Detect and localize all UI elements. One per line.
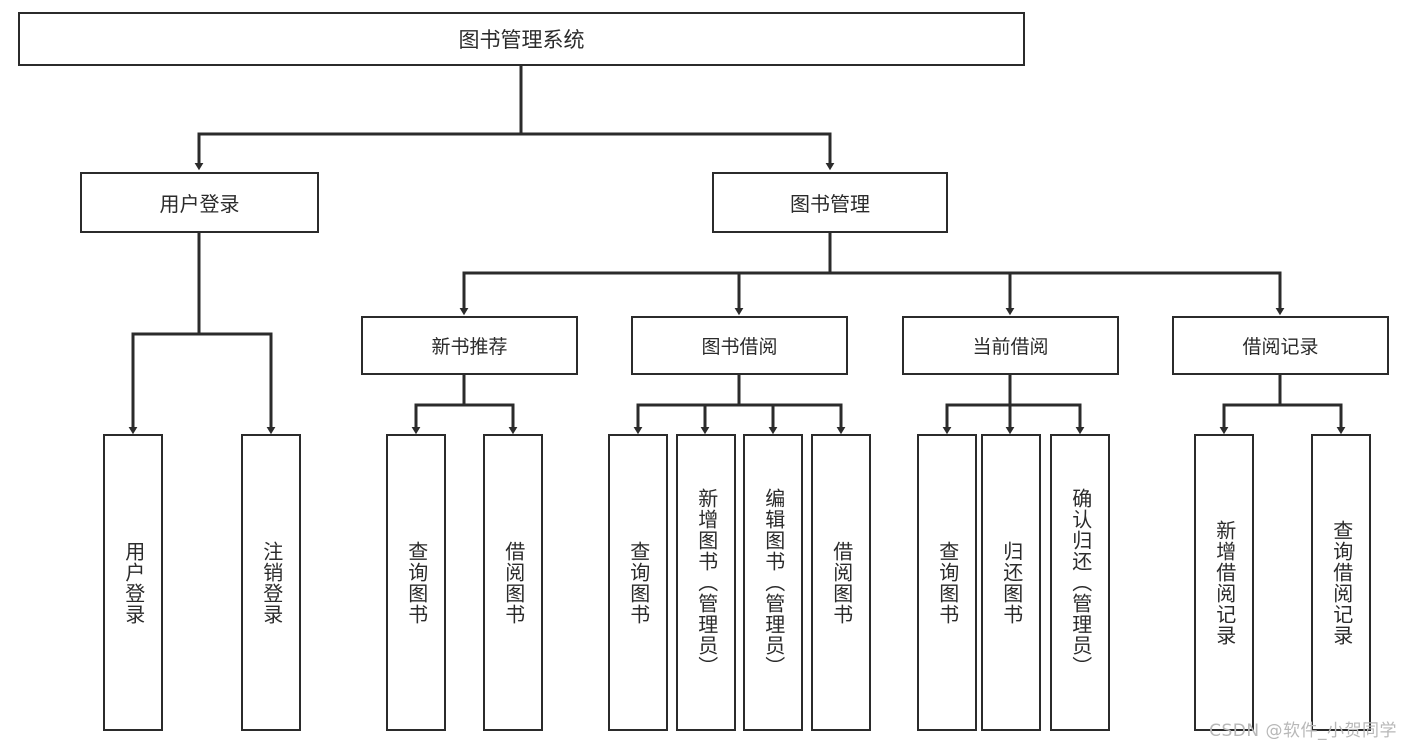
leaf-user-login-login[interactable]: 用户登录 [103, 434, 163, 731]
leaf-current-borrow-return-book[interactable]: 归还图书 [981, 434, 1041, 731]
leaf-borrow-record-add-record[interactable]: 新增借阅记录 [1194, 434, 1254, 731]
node-label: 编辑图书（管理员） [761, 488, 786, 677]
node-label: 查询图书 [404, 540, 429, 625]
node-label: 归还图书 [999, 540, 1024, 625]
node-label: 查询借阅记录 [1329, 519, 1354, 646]
node-label: 借阅图书 [501, 540, 526, 625]
node-label: 查询图书 [935, 540, 960, 625]
node-user-login[interactable]: 用户登录 [80, 172, 319, 233]
node-label: 新书推荐 [431, 336, 508, 358]
leaf-user-login-logout[interactable]: 注销登录 [241, 434, 301, 731]
leaf-book-borrow-borrow-book[interactable]: 借阅图书 [811, 434, 871, 731]
leaf-borrow-record-query-record[interactable]: 查询借阅记录 [1311, 434, 1371, 731]
node-label: 确认归还（管理员） [1068, 488, 1093, 677]
node-label: 用户登录 [121, 540, 146, 625]
node-label: 图书管理 [790, 192, 870, 216]
node-label: 查询图书 [626, 540, 651, 625]
node-label: 新增图书（管理员） [694, 488, 719, 677]
node-book-borrow[interactable]: 图书借阅 [631, 316, 848, 375]
node-new-book-recommend[interactable]: 新书推荐 [361, 316, 578, 375]
node-root-book-management-system[interactable]: 图书管理系统 [18, 12, 1025, 66]
node-label: 借阅记录 [1242, 336, 1319, 358]
node-label: 图书管理系统 [458, 28, 585, 52]
node-label: 注销登录 [259, 540, 284, 625]
leaf-book-borrow-query-book[interactable]: 查询图书 [608, 434, 668, 731]
node-current-borrow[interactable]: 当前借阅 [902, 316, 1119, 375]
node-label: 图书借阅 [701, 336, 778, 358]
node-label: 当前借阅 [972, 336, 1049, 358]
node-label: 借阅图书 [829, 540, 854, 625]
node-book-management[interactable]: 图书管理 [712, 172, 948, 233]
node-label: 新增借阅记录 [1212, 519, 1237, 646]
leaf-new-book-borrow-book[interactable]: 借阅图书 [483, 434, 543, 731]
leaf-current-borrow-query-book[interactable]: 查询图书 [917, 434, 977, 731]
leaf-current-borrow-confirm-return-admin[interactable]: 确认归还（管理员） [1050, 434, 1110, 731]
leaf-book-borrow-add-book-admin[interactable]: 新增图书（管理员） [676, 434, 736, 731]
leaf-book-borrow-edit-book-admin[interactable]: 编辑图书（管理员） [743, 434, 803, 731]
watermark-text: CSDN @软件_小贺同学 [1209, 721, 1397, 741]
leaf-new-book-query-book[interactable]: 查询图书 [386, 434, 446, 731]
node-borrow-record[interactable]: 借阅记录 [1172, 316, 1389, 375]
node-label: 用户登录 [159, 192, 240, 216]
